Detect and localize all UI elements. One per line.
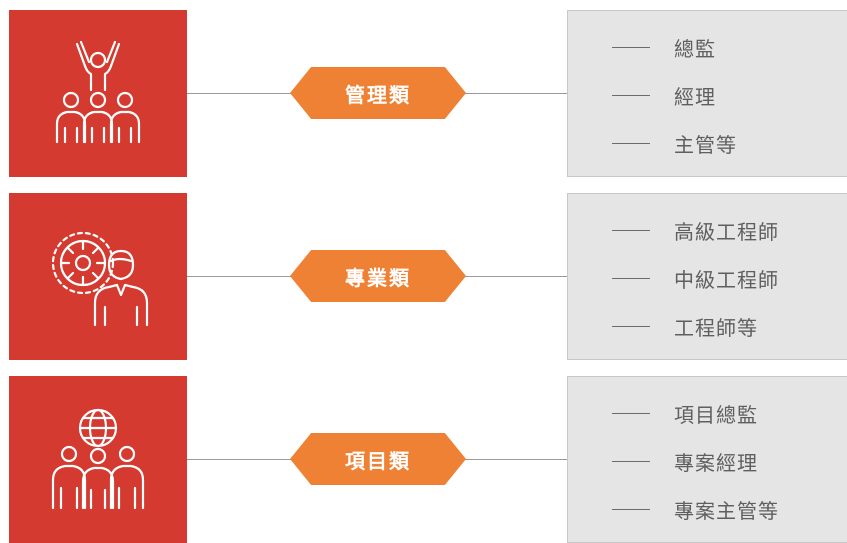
dash-icon (612, 142, 650, 144)
role-text: 專案主管等 (674, 498, 779, 523)
dash-icon (612, 508, 650, 510)
team-celebrating-icon (9, 10, 187, 177)
role-item: 項目總監 (612, 389, 779, 437)
category-label: 管理類 (345, 82, 411, 107)
gear-person-icon (9, 193, 187, 360)
dash-icon (612, 46, 650, 48)
dash-icon (612, 460, 650, 462)
category-row-professional: 專業類 高級工程師 中級工程師 工程師等 (0, 193, 847, 360)
role-item: 專案經理 (612, 437, 779, 485)
category-tag-project: 項目類 (290, 433, 466, 485)
role-text: 中級工程師 (674, 267, 779, 292)
role-list: 高級工程師 中級工程師 工程師等 (612, 206, 779, 350)
role-item: 主管等 (612, 119, 737, 167)
dash-icon (612, 229, 650, 231)
category-label: 項目類 (345, 448, 411, 473)
role-text: 高級工程師 (674, 219, 779, 244)
role-item: 總監 (612, 23, 737, 71)
role-item: 工程師等 (612, 302, 779, 350)
role-text: 專案經理 (674, 450, 758, 475)
role-text: 經理 (674, 84, 716, 109)
role-list: 項目總監 專案經理 專案主管等 (612, 389, 779, 533)
role-item: 中級工程師 (612, 254, 779, 302)
role-panel-project: 項目總監 專案經理 專案主管等 (567, 376, 847, 543)
role-text: 項目總監 (674, 402, 758, 427)
role-text: 總監 (674, 36, 716, 61)
role-text: 主管等 (674, 132, 737, 157)
role-panel-professional: 高級工程師 中級工程師 工程師等 (567, 193, 847, 360)
globe-team-icon (9, 376, 187, 543)
dash-icon (612, 325, 650, 327)
category-row-project: 項目類 項目總監 專案經理 專案主管等 (0, 376, 847, 543)
category-tag-management: 管理類 (290, 67, 466, 119)
dash-icon (612, 277, 650, 279)
role-item: 高級工程師 (612, 206, 779, 254)
role-item: 經理 (612, 71, 737, 119)
role-panel-management: 總監 經理 主管等 (567, 10, 847, 177)
role-item: 專案主管等 (612, 485, 779, 533)
category-label: 專業類 (345, 265, 411, 290)
category-row-management: 管理類 總監 經理 主管等 (0, 10, 847, 177)
dash-icon (612, 94, 650, 96)
category-tag-professional: 專業類 (290, 250, 466, 302)
role-text: 工程師等 (674, 315, 758, 340)
dash-icon (612, 412, 650, 414)
role-list: 總監 經理 主管等 (612, 23, 737, 167)
